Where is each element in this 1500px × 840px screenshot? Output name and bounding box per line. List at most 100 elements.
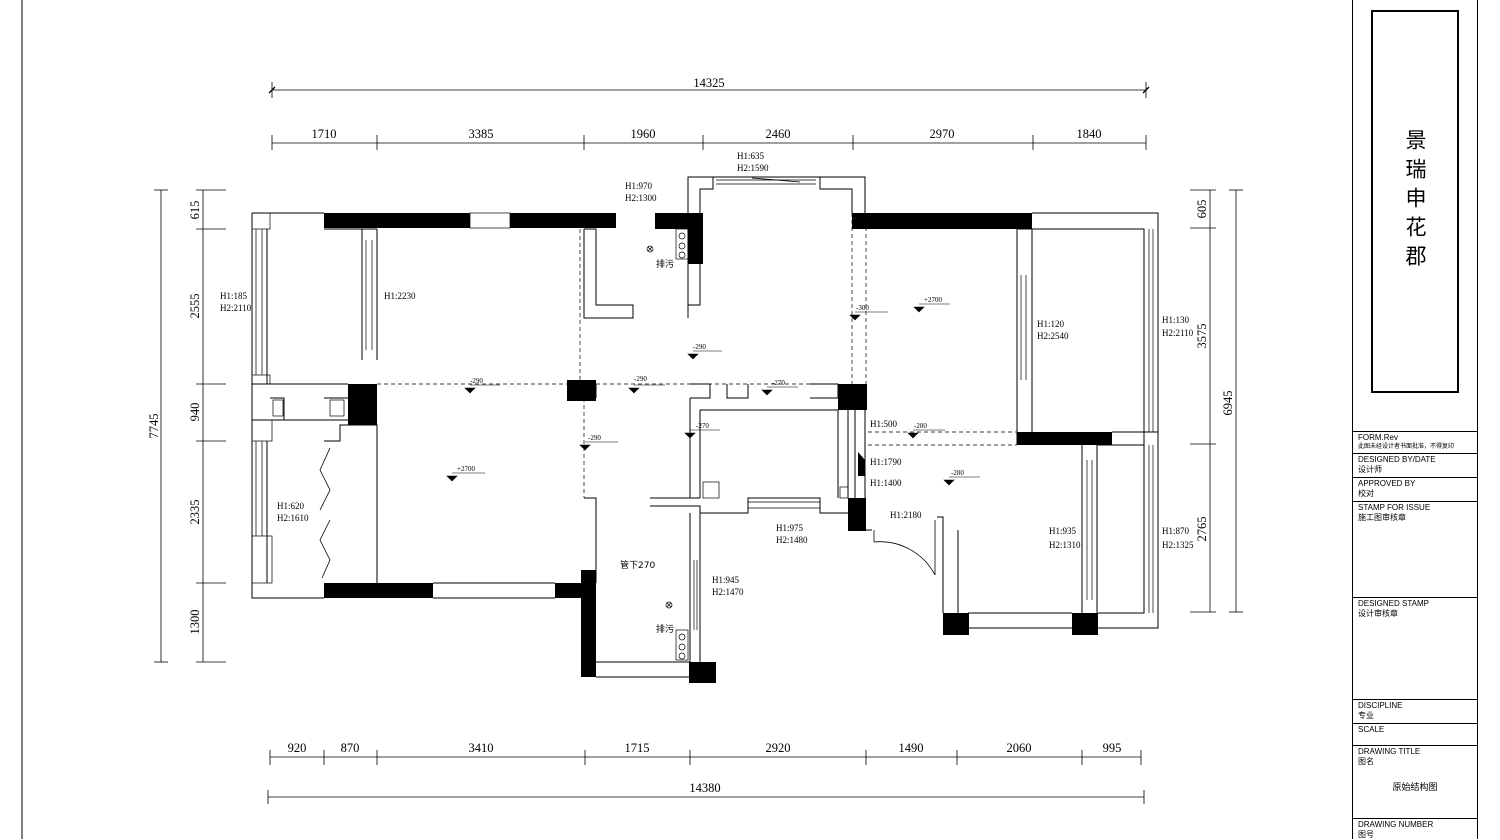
stamp-issue-row: STAMP FOR ISSUE 施工图审核章 <box>1353 501 1477 597</box>
level-1: -290 <box>470 377 483 385</box>
scale-row: SCALE <box>1353 723 1477 745</box>
top-dim-2: 3385 <box>469 127 494 141</box>
note-top-a-h1: H1:970 <box>625 181 653 191</box>
bottom-dim-2: 870 <box>341 741 360 755</box>
right-dimension-chain <box>1190 189 1243 613</box>
note-bath-h1: H1:945 <box>712 575 740 585</box>
top-dim-1: 1710 <box>312 127 337 141</box>
form-rev-note: 此图未经设计者书面批准，不得复印 <box>1358 444 1455 450</box>
note-left-c-h1: H1:620 <box>277 501 305 511</box>
drawing-title-value: 原始结构图 <box>1392 783 1438 793</box>
designed-stamp-row: DESIGNED STAMP 设计审核章 <box>1353 597 1477 699</box>
note-left-c-h2: H2:1610 <box>277 513 309 523</box>
approved-by-row: APPROVED BY 校对 <box>1353 477 1477 501</box>
level-4: -290 <box>693 343 706 351</box>
right-dim-1: 605 <box>1195 200 1209 219</box>
bottom-dim-5: 2920 <box>766 741 791 755</box>
top-dim-5: 2970 <box>930 127 955 141</box>
bottom-dim-6: 1490 <box>899 741 924 755</box>
form-rev-label: FORM.Rev <box>1358 433 1398 442</box>
level-values: -290 -290 -270 -290 -300 +2700 -290 -270… <box>457 296 964 477</box>
drain-label-b: 排污 <box>656 623 674 635</box>
bottom-total-dim: 14380 <box>689 781 720 795</box>
drawing-title-cn: 图名 <box>1358 757 1374 766</box>
top-dim-4: 2460 <box>766 127 791 141</box>
left-dim-2: 2555 <box>188 294 202 319</box>
note-bed-h1: H1:935 <box>1049 526 1077 536</box>
drawing-number-cn: 图号 <box>1358 830 1374 839</box>
left-dimension-chain <box>154 189 226 663</box>
level-3: -270 <box>772 379 785 387</box>
note-center-h1: H1:975 <box>776 523 804 533</box>
level-11: +2700 <box>457 465 475 473</box>
drawing-number-en: DRAWING NUMBER <box>1358 820 1434 829</box>
level-6: +2700 <box>924 296 942 304</box>
door-swing <box>873 520 936 576</box>
designed-stamp-en: DESIGNED STAMP <box>1358 599 1429 608</box>
note-bath-h2: H2:1470 <box>712 587 744 597</box>
note-left-a-h2: H2:2110 <box>220 303 252 313</box>
note-left-b: H1:2230 <box>384 291 416 301</box>
approved-cn: 校对 <box>1358 489 1374 498</box>
bottom-dimension-chain <box>267 750 1145 804</box>
folding-sash <box>319 177 801 579</box>
note-bed-h2: H2:1310 <box>1049 540 1081 550</box>
note-corr-a: H1:500 <box>870 419 898 429</box>
note-left-a-h1: H1:185 <box>220 291 248 301</box>
note-top-b-h2: H2:1590 <box>737 163 769 173</box>
stamp-issue-en: STAMP FOR ISSUE <box>1358 503 1431 512</box>
note-top-a-h2: H2:1300 <box>625 193 657 203</box>
discipline-en: DISCIPLINE <box>1358 701 1403 710</box>
note-mid-h2: H2:2540 <box>1037 331 1069 341</box>
note-center-h2: H2:1480 <box>776 535 808 545</box>
window-notes: H1:970 H2:1300 H1:635 H2:1590 H1:185 H2:… <box>220 151 1194 597</box>
level-8: -270 <box>696 422 709 430</box>
left-dim-5: 1300 <box>188 610 202 635</box>
note-right-a-h2: H2:2110 <box>1162 328 1194 338</box>
designed-by-cn: 设计师 <box>1358 465 1382 474</box>
level-2: -290 <box>634 375 647 383</box>
bottom-dim-1: 920 <box>288 741 307 755</box>
wall-outlines <box>251 176 1159 678</box>
right-total-dim: 6945 <box>1221 391 1235 416</box>
note-corr-c: H1:1400 <box>870 478 902 488</box>
bottom-dim-7: 2060 <box>1007 741 1032 755</box>
left-dim-3: 940 <box>188 403 202 422</box>
approved-en: APPROVED BY <box>1358 479 1416 488</box>
note-right-b-h2: H2:1325 <box>1162 540 1194 550</box>
project-name: 景瑞申花郡 <box>1403 129 1427 274</box>
bottom-dim-4: 1715 <box>625 741 650 755</box>
window-frames <box>251 179 1154 630</box>
kitchen-fixture <box>272 228 849 661</box>
left-dim-1: 615 <box>188 201 202 220</box>
note-corr-b: H1:1790 <box>870 457 902 467</box>
discipline-cn: 专业 <box>1358 711 1374 720</box>
right-dim-3: 2765 <box>1195 517 1209 542</box>
level-markers <box>446 303 980 486</box>
right-dim-2: 3575 <box>1195 324 1209 349</box>
note-top-b-h1: H1:635 <box>737 151 765 161</box>
left-total-dim: 7745 <box>147 414 161 439</box>
drawing-number-row: DRAWING NUMBER 图号 <box>1353 818 1477 839</box>
drain-label-a: 排污 <box>656 258 674 270</box>
drawing-title-en: DRAWING TITLE <box>1358 747 1421 756</box>
level-7: -290 <box>588 434 601 442</box>
bottom-dim-3: 3410 <box>469 741 494 755</box>
stamp-issue-cn: 施工图审核章 <box>1358 513 1406 522</box>
title-block: 景瑞申花郡 FORM.Rev 此图未经设计者书面批准，不得复印 DESIGNED… <box>1352 0 1478 839</box>
designed-by-en: DESIGNED BY/DATE <box>1358 455 1436 464</box>
bottom-dim-8: 995 <box>1103 741 1122 755</box>
solid-walls <box>324 213 1112 683</box>
left-dim-4: 2335 <box>188 500 202 525</box>
note-right-a-h1: H1:130 <box>1162 315 1190 325</box>
project-name-frame: 景瑞申花郡 <box>1371 10 1459 393</box>
pipe-note-label: 管下270 <box>620 559 655 571</box>
discipline-row: DISCIPLINE 专业 <box>1353 699 1477 723</box>
form-rev-row: FORM.Rev 此图未经设计者书面批准，不得复印 <box>1353 431 1477 453</box>
top-dim-3: 1960 <box>631 127 656 141</box>
level-10: -280 <box>951 469 964 477</box>
designed-by-row: DESIGNED BY/DATE 设计师 <box>1353 453 1477 477</box>
designed-stamp-cn: 设计审核章 <box>1358 609 1398 618</box>
top-dimension-chain <box>268 82 1150 150</box>
